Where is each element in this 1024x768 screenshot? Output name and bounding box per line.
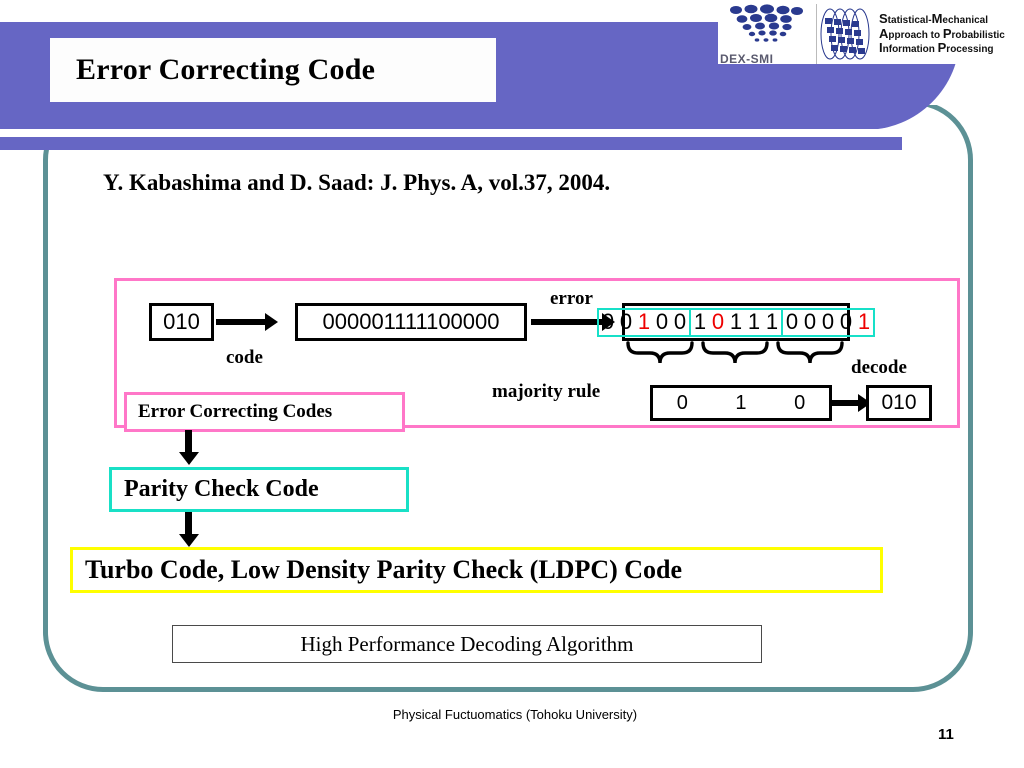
- received-bit: 0: [655, 308, 669, 334]
- message-box: 010: [149, 303, 214, 341]
- title-box: Error Correcting Code: [50, 38, 496, 102]
- decoded-message-box: 010: [866, 385, 932, 421]
- majority-value: 1: [735, 391, 747, 414]
- received-bit: 0: [711, 308, 725, 334]
- turbo-ldpc-code-label: Turbo Code, Low Density Parity Check (LD…: [85, 555, 683, 584]
- received-bit: 1: [857, 308, 871, 334]
- error-arrow-head: [602, 313, 615, 331]
- majority-value: 0: [676, 391, 688, 414]
- arrow-head: [179, 534, 199, 547]
- high-performance-decoding-label: High Performance Decoding Algorithm: [300, 631, 634, 656]
- arrow-stem: [185, 430, 192, 453]
- smapip-line-1: Statistical-Mechanical: [879, 11, 989, 27]
- error-label: error: [550, 288, 593, 309]
- received-bit: 1: [637, 308, 651, 334]
- header-accent-bar: [0, 136, 902, 150]
- received-bit: 0: [601, 308, 615, 334]
- received-bit: 0: [803, 308, 817, 334]
- error-correcting-codes-label: Error Correcting Codes: [138, 401, 333, 422]
- dex-smi-label: DEX-SMI: [720, 52, 774, 66]
- header-white-divider: [0, 129, 902, 137]
- received-bit: 1: [765, 308, 779, 334]
- page-title: Error Correcting Code: [76, 53, 376, 86]
- smapip-logo: Statistical-Mechanical Approach to Proba…: [816, 4, 1015, 64]
- arrow-stem: [185, 512, 192, 535]
- citation-reference: Y. Kabashima and D. Saad: J. Phys. A, vo…: [103, 170, 611, 195]
- majority-rule-label: majority rule: [492, 381, 601, 402]
- parity-check-code-label: Parity Check Code: [124, 476, 319, 502]
- received-bit: 0: [821, 308, 835, 334]
- majority-values: 0 1 0: [653, 392, 829, 415]
- encode-arrow-line: [216, 319, 266, 325]
- group-braces-icon: [626, 341, 844, 364]
- turbo-ldpc-code-box: Turbo Code, Low Density Parity Check (LD…: [70, 547, 883, 593]
- parity-check-code-box: Parity Check Code: [109, 467, 409, 512]
- smapip-line-2: Approach to Probabilistic: [879, 25, 1005, 41]
- smapip-text-block: Statistical-Mechanical Approach to Proba…: [877, 11, 1005, 56]
- footer-text: Physical Fuctuomatics (Tohoku University…: [392, 707, 638, 722]
- received-bit: 0: [839, 308, 853, 334]
- received-bit: 1: [747, 308, 761, 334]
- codeword-box: 000001111100000: [295, 303, 527, 341]
- majority-result-box: 0 1 0: [650, 385, 832, 421]
- majority-value: 0: [794, 391, 806, 414]
- page-number: 11: [938, 726, 954, 743]
- decode-arrow-line: [832, 400, 860, 406]
- received-bit: 0: [785, 308, 799, 334]
- smapip-lattice-icon: [820, 8, 870, 60]
- logo-area: DEX-SMI Statistical-Mechanical: [718, 4, 1018, 66]
- error-correcting-codes-box: Error Correcting Codes: [124, 392, 405, 432]
- encode-arrow-head: [265, 313, 278, 331]
- ecc-pink-panel: [114, 278, 960, 428]
- code-label: code: [226, 347, 263, 368]
- arrow-head: [179, 452, 199, 465]
- dex-dot-cluster-icon: [730, 4, 803, 42]
- smapip-line-3: Information Processing: [879, 40, 994, 56]
- dex-smi-logo: DEX-SMI: [718, 4, 816, 66]
- received-bit: 0: [619, 308, 633, 334]
- received-bit: 1: [729, 308, 743, 334]
- error-arrow-line: [531, 319, 603, 325]
- received-bit: 0: [673, 308, 687, 334]
- high-performance-decoding-box: High Performance Decoding Algorithm: [172, 625, 762, 663]
- received-bit: 1: [693, 308, 707, 334]
- decode-label: decode: [851, 357, 907, 378]
